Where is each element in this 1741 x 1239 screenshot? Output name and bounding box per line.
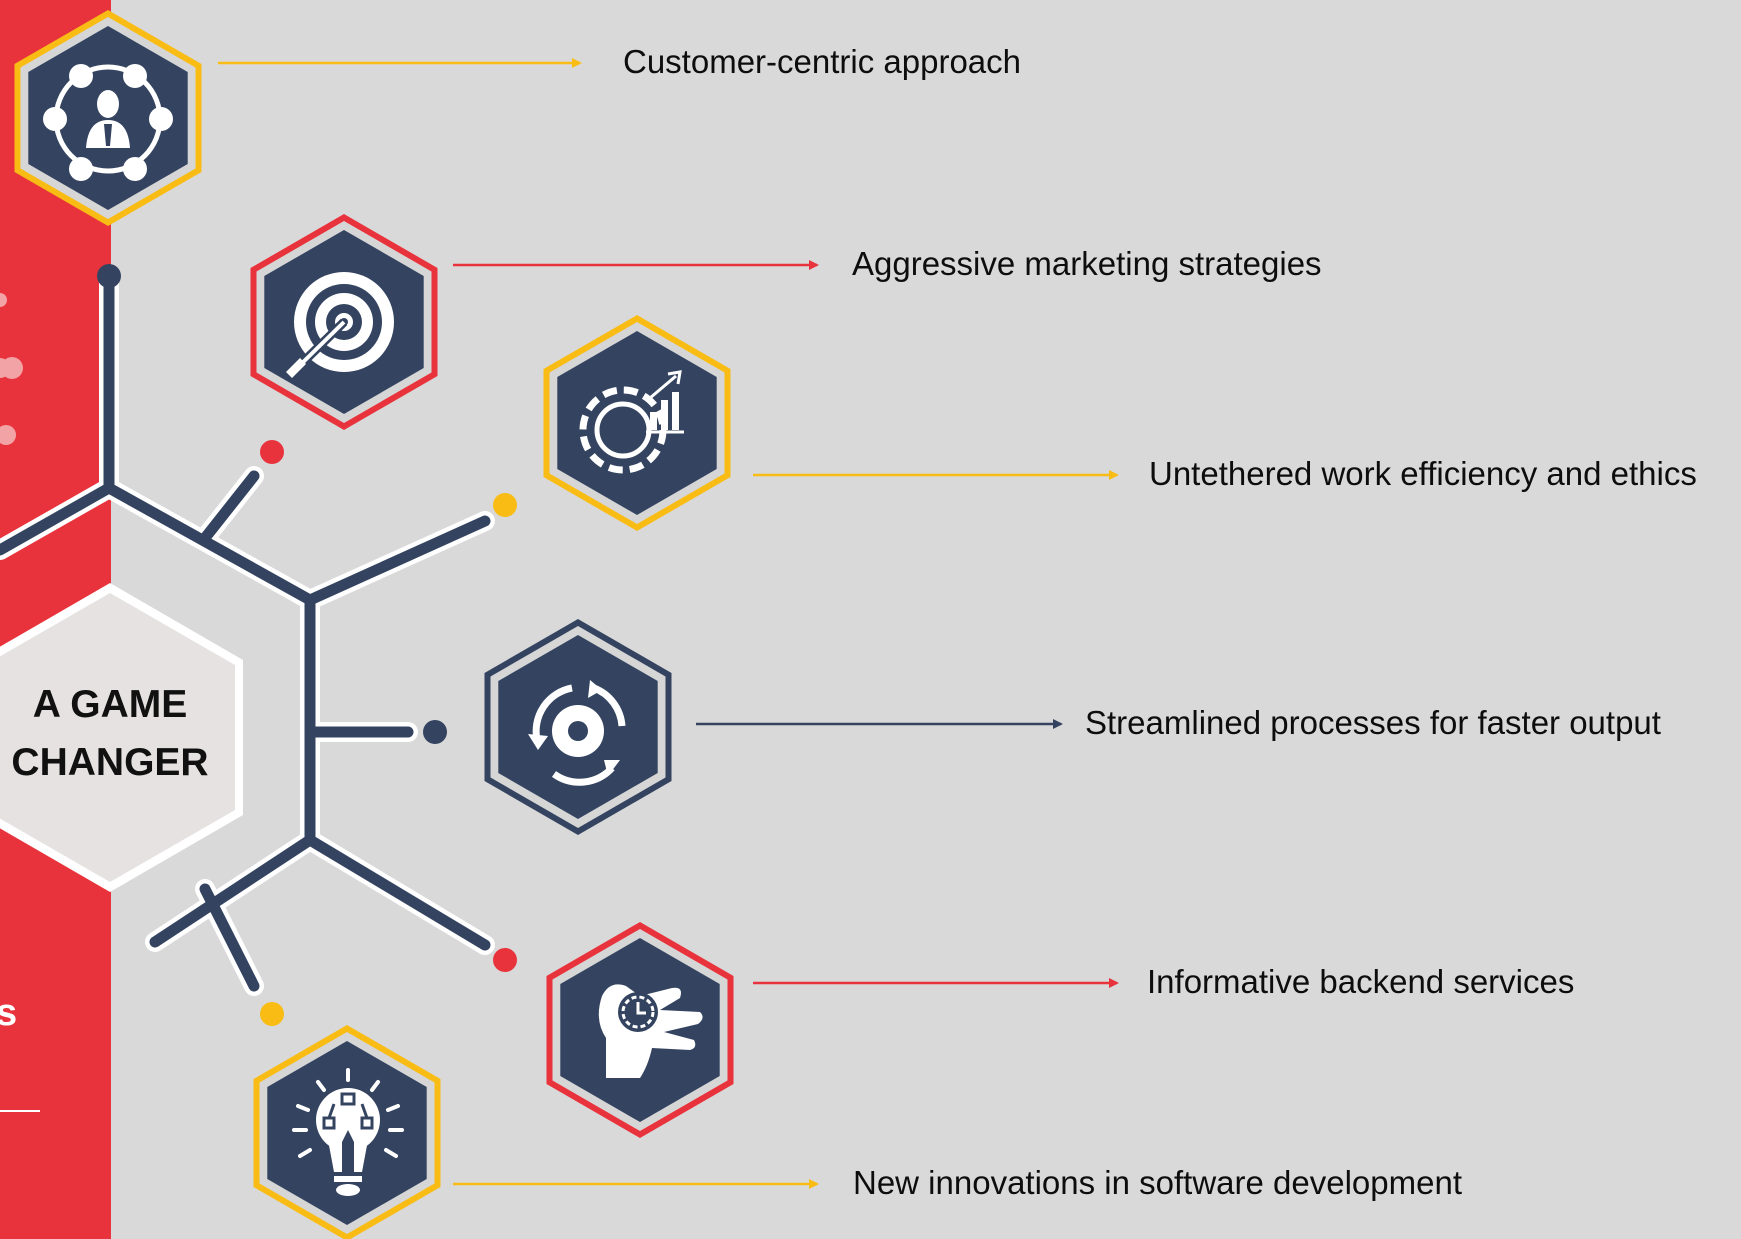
gear-chart-icon — [579, 370, 684, 474]
center-title-line1: A GAME — [32, 683, 188, 726]
lightbulb-icon — [292, 1068, 404, 1196]
label-backend-services: Informative backend services — [1147, 963, 1575, 1000]
endpoint-dot-navy-top — [97, 264, 121, 288]
network-person-icon — [43, 64, 173, 181]
endpoint-dot-yellow-lower — [260, 1002, 284, 1026]
hexagon-core — [557, 331, 717, 515]
gear-cycle-icon — [528, 680, 626, 786]
hexagon-work-efficiency — [543, 315, 731, 531]
label-software-innovation: New innovations in software development — [853, 1164, 1463, 1201]
endpoint-dot-red-upper — [260, 440, 284, 464]
decorative-dots — [0, 293, 23, 445]
label-work-efficiency: Untethered work efficiency and ethics — [1149, 455, 1697, 492]
endpoint-dot-navy-middle — [423, 720, 447, 744]
center-title-line2: CHANGER — [11, 741, 209, 784]
branch-connectors — [0, 266, 495, 996]
target-icon — [286, 272, 394, 378]
center-hexagon — [0, 593, 235, 882]
hand-clock-icon — [598, 984, 703, 1078]
endpoint-dot-red-lower — [493, 948, 517, 972]
label-streamlined-processes: Streamlined processes for faster output — [1085, 704, 1661, 741]
label-aggressive-marketing: Aggressive marketing strategies — [852, 245, 1322, 282]
endpoint-dot-yellow-upper — [493, 493, 517, 517]
label-customer-centric: Customer-centric approach — [623, 43, 1021, 80]
panel-partial-text: s — [0, 992, 18, 1034]
